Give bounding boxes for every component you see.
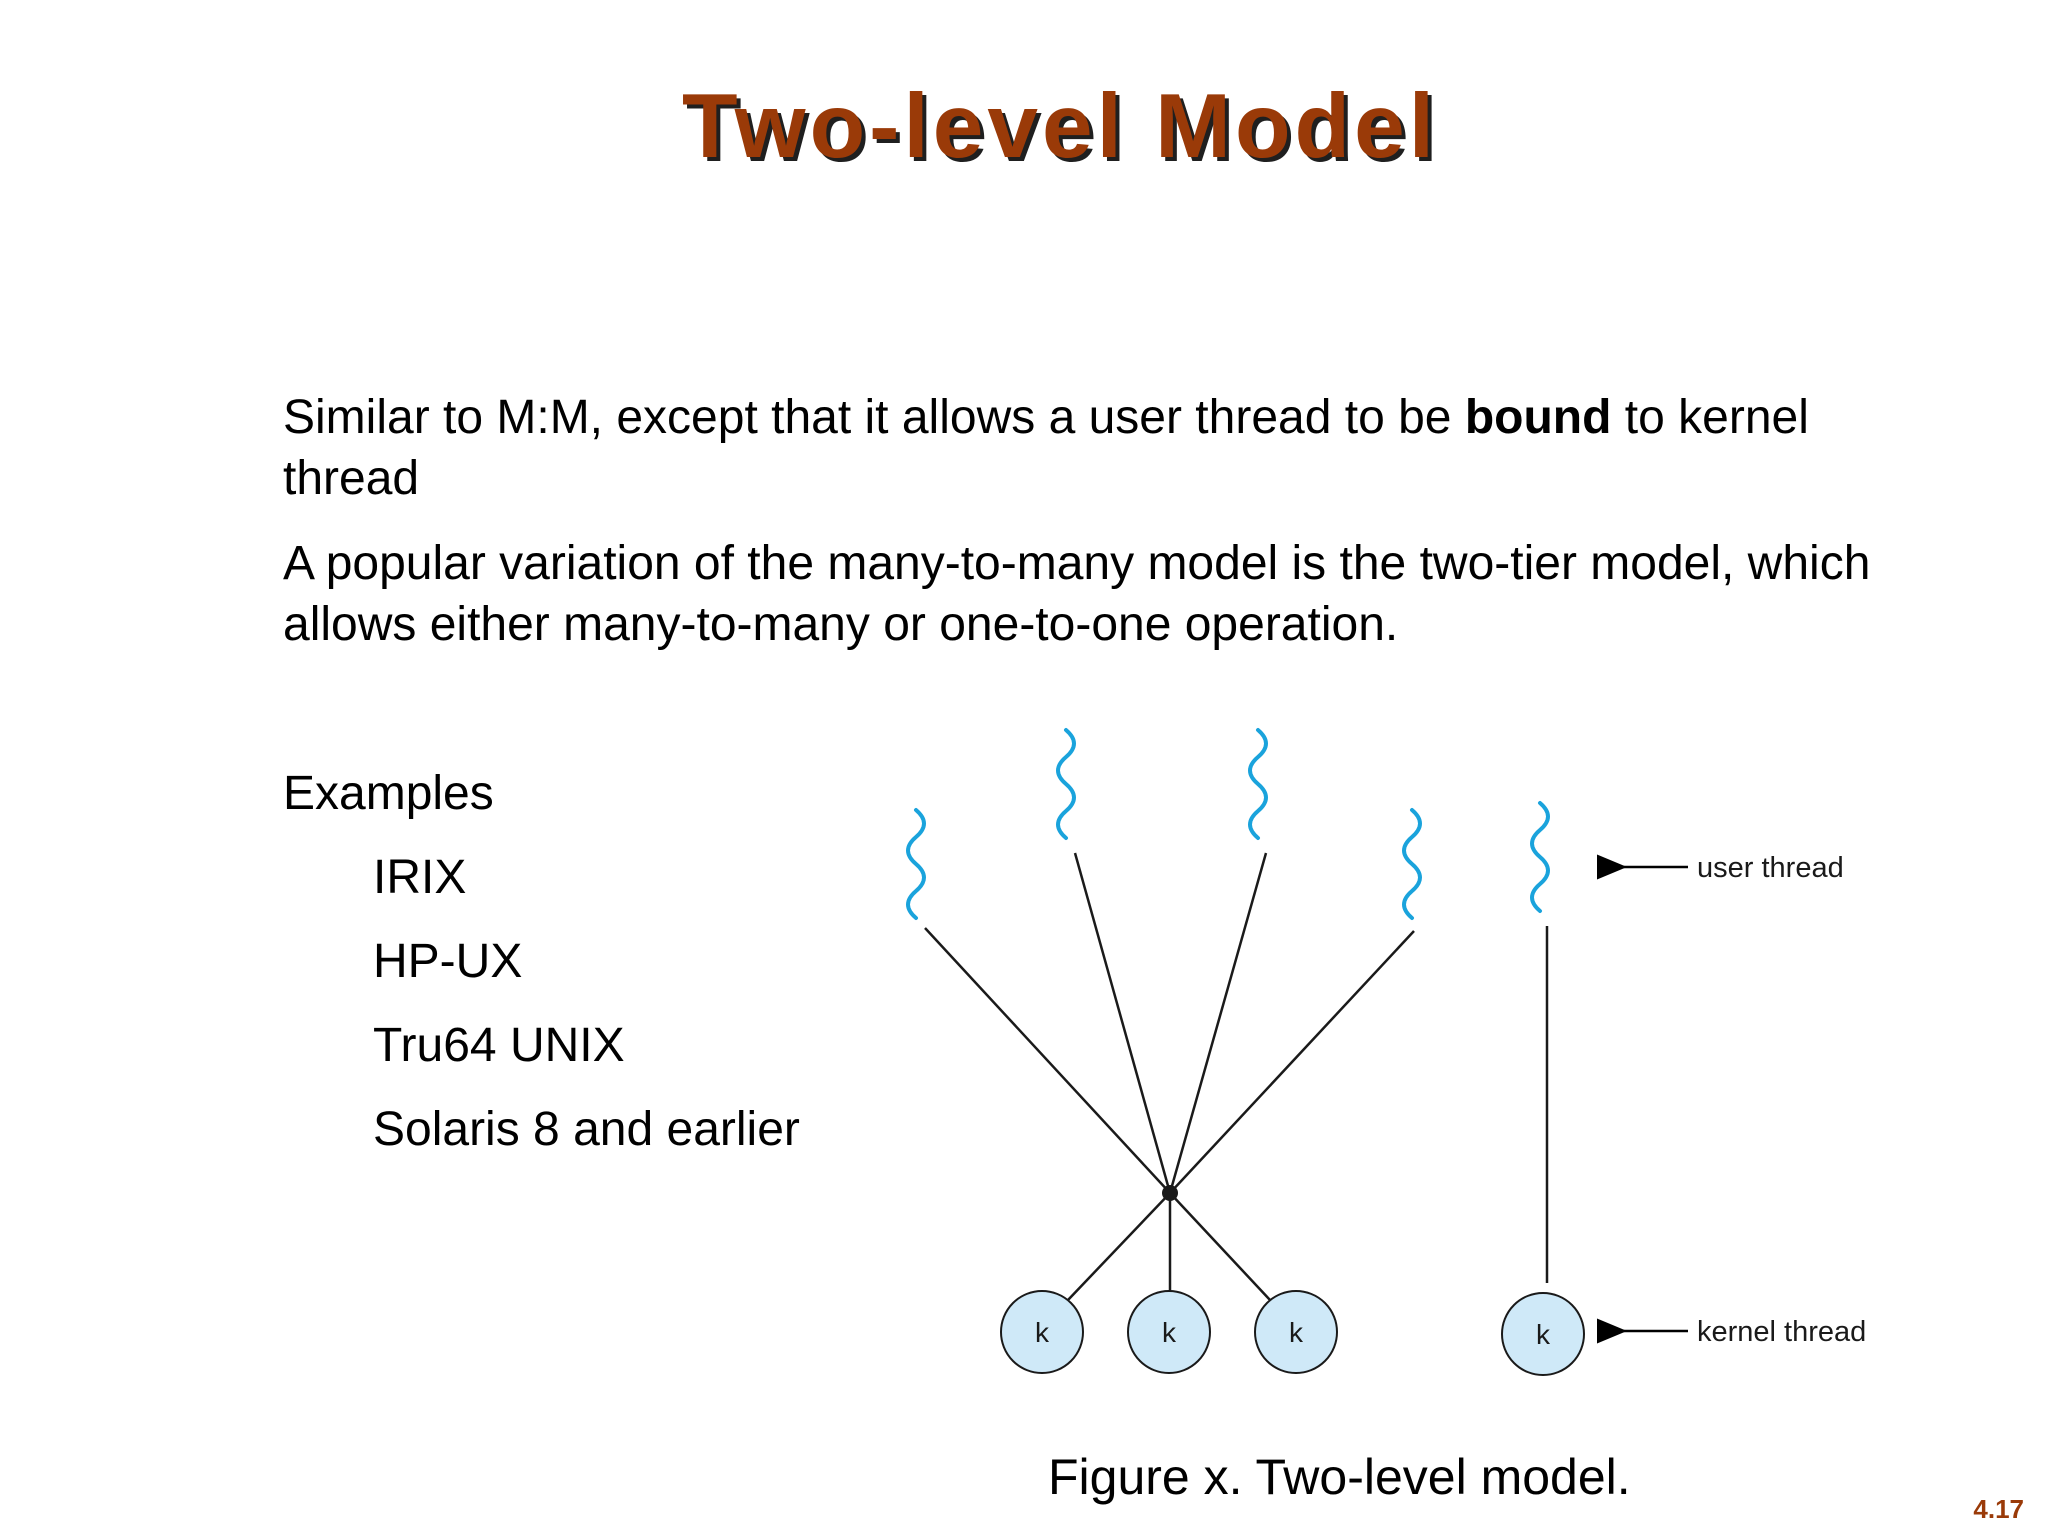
paragraph-bound-text-end: to kernel thread (283, 391, 1809, 505)
kernel-thread-1-label: k (1035, 1317, 1050, 1348)
slide-title: Two-level Model (681, 76, 1439, 177)
examples-heading: Examples (283, 767, 494, 820)
user-thread-wave-5 (1530, 801, 1550, 913)
kernel-threads (1000, 1290, 1585, 1376)
example-item-tru64-unix: Tru64 UNIX (373, 1019, 625, 1072)
kernel-link-3 (1169, 1192, 1271, 1301)
paragraph-bound-text-start: Similar to M:M, except that it allows a … (283, 391, 1465, 444)
mapping-lines (924, 852, 1549, 1301)
user-thread-label: user thread (1697, 852, 1844, 884)
page-number: 4.17 (1973, 1494, 2024, 1524)
example-item-solaris: Solaris 8 and earlier (373, 1103, 800, 1156)
user-thread-wave-3 (1248, 728, 1268, 840)
kernel-thread-1 (1000, 1290, 1084, 1374)
mapping-line-2 (1073, 852, 1172, 1194)
user-thread-waves (906, 728, 1550, 920)
mapping-line-3 (1168, 852, 1268, 1194)
paragraph-two-tier: A popular variation of the many-to-many … (283, 537, 1871, 651)
paragraph-bound: Similar to M:M, except that it allows a … (283, 387, 1903, 509)
user-thread-wave-1 (906, 808, 926, 920)
examples-list: IRIX HP-UX Tru64 UNIX Solaris 8 and earl… (373, 847, 800, 1183)
bound-keyword: bound (1464, 391, 1612, 444)
kernel-thread-2 (1127, 1290, 1211, 1374)
kernel-thread-4 (1501, 1292, 1585, 1376)
kernel-thread-label: kernel thread (1697, 1316, 1866, 1348)
figure-caption: Figure x. Two-level model. (1048, 1449, 1631, 1505)
user-thread-wave-2 (1056, 728, 1076, 840)
kernel-thread-3-label: k (1289, 1317, 1304, 1348)
mapping-line-1 (924, 927, 1171, 1194)
kernel-thread-4-label: k (1536, 1319, 1551, 1350)
user-thread-wave-4 (1402, 808, 1422, 920)
kernel-thread-3 (1254, 1290, 1338, 1374)
mapping-line-4 (1169, 930, 1415, 1194)
example-item-irix: IRIX (373, 851, 467, 904)
multiplex-junction (1162, 1185, 1178, 1201)
example-item-hp-ux: HP-UX (373, 935, 523, 988)
kernel-link-1 (1067, 1192, 1171, 1301)
kernel-thread-2-label: k (1162, 1317, 1177, 1348)
